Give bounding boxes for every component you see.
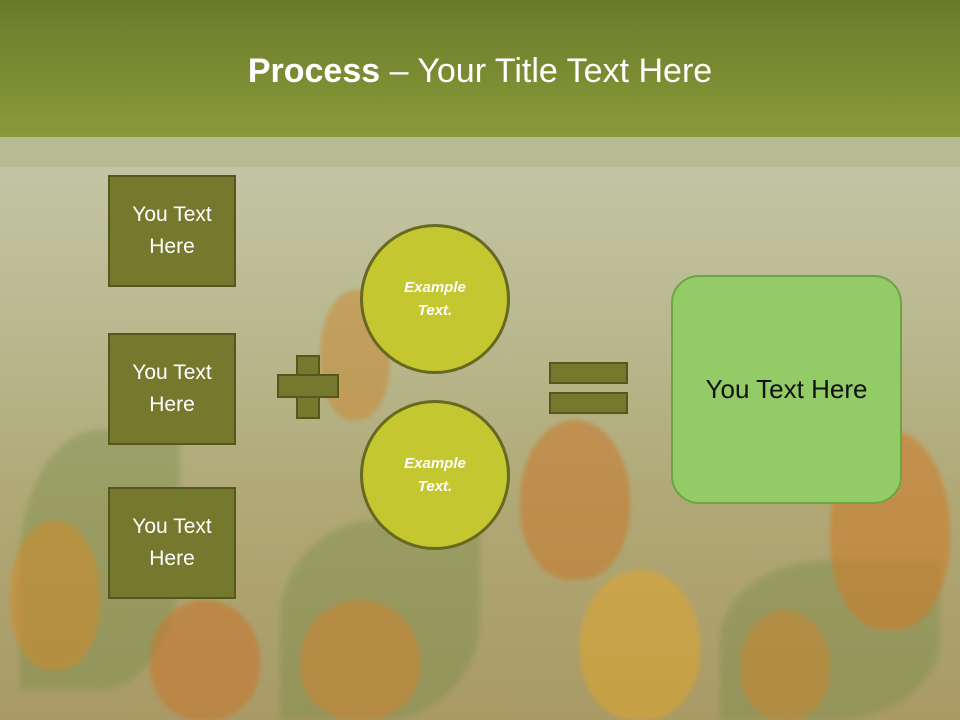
slide-title[interactable]: Process – Your Title Text Here: [0, 52, 960, 91]
background-tulip: [580, 570, 700, 720]
input-box-label: You Text Here: [132, 361, 212, 416]
input-box-3[interactable]: You Text Here: [108, 487, 236, 599]
input-box-label: You Text Here: [132, 515, 212, 570]
background-tulip: [10, 520, 100, 670]
input-box-2[interactable]: You Text Here: [108, 333, 236, 445]
example-circle-1[interactable]: Example Text.: [360, 224, 510, 374]
title-bold: Process: [247, 52, 381, 90]
background-tulip: [150, 600, 260, 720]
result-label: You Text Here: [705, 374, 868, 404]
background-tulip: [740, 610, 830, 720]
background-tulip: [300, 600, 420, 720]
circle-label: Example Text.: [404, 455, 466, 495]
header-bar: [0, 0, 960, 137]
input-box-1[interactable]: You Text Here: [108, 175, 236, 287]
result-box[interactable]: You Text Here: [671, 275, 902, 504]
background-tulip: [520, 420, 630, 580]
example-circle-2[interactable]: Example Text.: [360, 400, 510, 550]
circle-label: Example Text.: [404, 279, 466, 319]
title-rest: – Your Title Text Here: [380, 52, 713, 90]
header-band: [0, 137, 960, 167]
input-box-label: You Text Here: [132, 203, 212, 258]
